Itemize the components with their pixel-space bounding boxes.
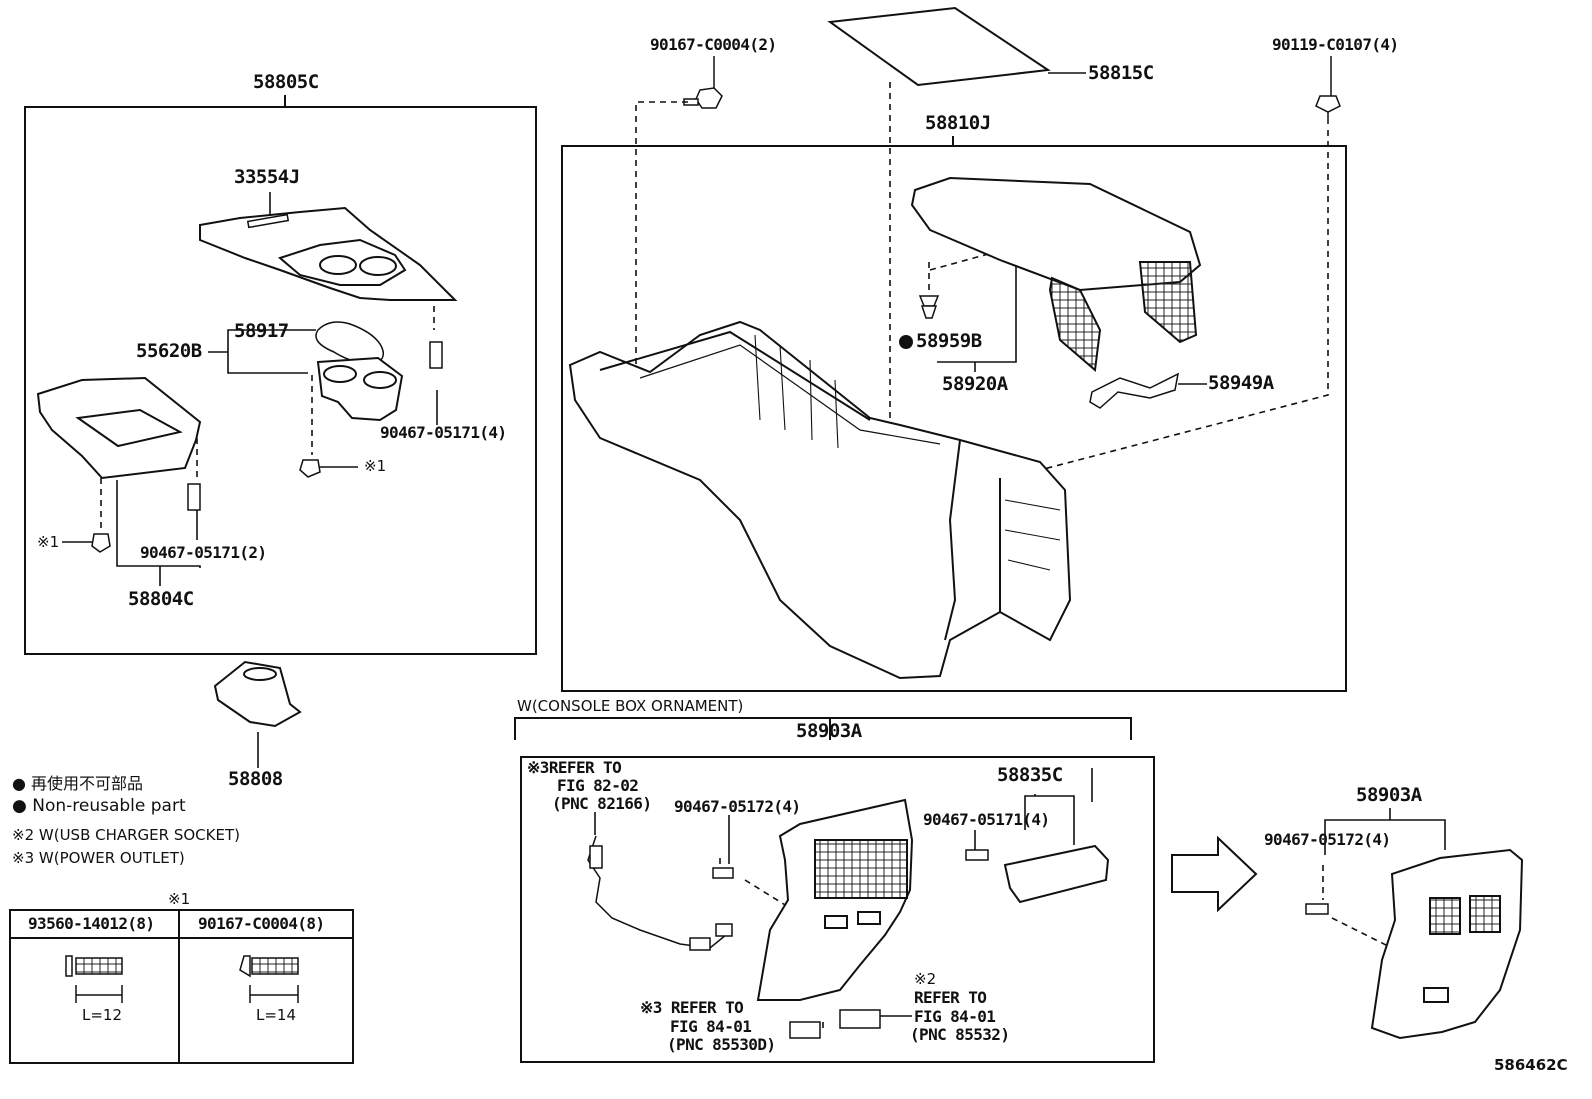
box-ornament-group: [520, 756, 1155, 1063]
label-58808: 58808: [228, 768, 283, 790]
bracket-58903A: [514, 717, 1132, 740]
label-33554J: 33554J: [234, 166, 300, 188]
upper-panel-shape: [199, 206, 458, 301]
clip-90467-05171-center-shape: [965, 849, 989, 861]
box-58805C: [24, 106, 537, 655]
variant-label: W(CONSOLE BOX ORNAMENT): [517, 697, 744, 715]
legend-note3: ※3 W(POWER OUTLET): [12, 849, 185, 867]
trim-33554J-shape: [246, 213, 290, 229]
label-90467-05171-4-left: 90467-05171(4): [380, 423, 507, 442]
cup-holder-55620B-shape: [316, 356, 404, 422]
label-90119-C0107-4: 90119-C0107(4): [1272, 35, 1399, 54]
ref-82-line2: FIG 82-02: [557, 776, 639, 795]
ref-85530-line2: FIG 84-01: [670, 1017, 752, 1036]
ref-82-line3: (PNC 82166): [552, 794, 652, 813]
bolt-table: [9, 909, 354, 1064]
ref-85530-line1: ※3 REFER TO: [640, 998, 744, 1017]
clip-90467-left-shapes: [187, 341, 443, 511]
table-col2-length: L=14: [256, 1006, 297, 1024]
bolt-90119-C0107-shape: [1315, 95, 1341, 124]
legend-note2: ※2 W(USB CHARGER SOCKET): [12, 826, 240, 844]
label-90467-05172-4-center: 90467-05172(4): [674, 797, 801, 816]
label-58920A: 58920A: [942, 373, 1008, 395]
tray-58804C-shape: [36, 376, 202, 480]
lid-58920A-shape: [910, 176, 1202, 372]
clip-58959B-shape: [918, 295, 940, 319]
table-mark: ※1: [168, 890, 191, 908]
label-58903A-center: 58903A: [796, 720, 862, 742]
label-x1-b: ※1: [37, 533, 60, 551]
label-90167-C0004-2: 90167-C0004(2): [650, 35, 777, 54]
ornament-58903A-shape: [756, 798, 914, 1001]
label-58903A-right: 58903A: [1356, 784, 1422, 806]
label-90467-05171-2: 90467-05171(2): [140, 543, 267, 562]
ref-85532-line1: REFER TO: [914, 988, 987, 1007]
label-58949A: 58949A: [1208, 372, 1274, 394]
label-58804C: 58804C: [128, 588, 194, 610]
non-reusable-dot: [899, 335, 913, 349]
legend-en: ● Non-reusable part: [12, 796, 186, 816]
socket-shapes: [789, 1009, 881, 1039]
label-58810J: 58810J: [925, 112, 991, 134]
bolt-93560-shape: [65, 955, 123, 1003]
ornament-58903A-right-shape: [1370, 848, 1524, 1040]
ref-85532-mark: ※2: [914, 970, 937, 988]
label-x1-a: ※1: [364, 457, 387, 475]
screw-x1-shapes: [91, 459, 321, 553]
cover-58835C-shape: [1003, 844, 1110, 904]
bolt-90167-shape: [239, 955, 299, 1003]
ref-85530-line3: (PNC 85530D): [667, 1035, 776, 1054]
ref-85532-line2: FIG 84-01: [914, 1007, 996, 1026]
pad-58815C-shape: [827, 6, 1051, 87]
label-58815C: 58815C: [1088, 62, 1154, 84]
illustration-code: 586462C: [1494, 1056, 1568, 1074]
console-box-58810J-shape: [568, 320, 1072, 680]
label-90467-05171-4-center: 90467-05171(4): [923, 810, 1050, 829]
table-col1-length: L=12: [82, 1006, 123, 1024]
ref-82-line1: ※3REFER TO: [527, 758, 622, 777]
legend-jp: ● 再使用不可部品: [12, 774, 144, 793]
mat-58917-shape: [315, 321, 385, 367]
ref-85532-line3: (PNC 85532): [910, 1025, 1010, 1044]
wire-harness-shape: [587, 835, 733, 951]
hinge-58949A-shape: [1089, 372, 1180, 409]
clip-90467-05172-shapes: [712, 867, 1329, 915]
label-55620B: 55620B: [136, 340, 202, 362]
bolt-90167-C0004-shape: [683, 87, 723, 109]
arrow-shape: [1171, 835, 1258, 913]
label-58959B: 58959B: [916, 330, 982, 352]
label-58805C: 58805C: [253, 71, 319, 93]
label-58917: 58917: [234, 320, 289, 342]
ashtray-58808-shape: [213, 660, 302, 728]
table-col2-header: 90167-C0004(8): [198, 914, 325, 933]
label-58835C: 58835C: [997, 764, 1063, 786]
label-90467-05172-4-right: 90467-05172(4): [1264, 830, 1391, 849]
table-col1-header: 93560-14012(8): [28, 914, 155, 933]
